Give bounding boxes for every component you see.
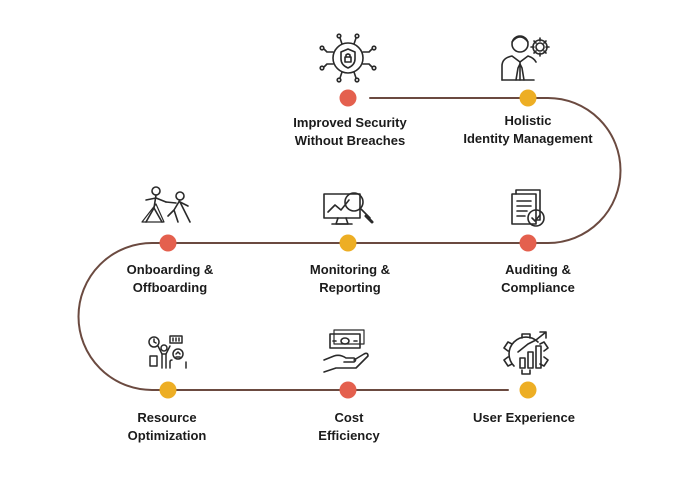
step-label-onboarding-offboarding: Onboarding &Offboarding xyxy=(126,262,214,295)
monitor-magnifier-icon xyxy=(323,192,374,225)
step-dot-onboarding-offboarding xyxy=(159,234,177,252)
step-dot-resource-optimization xyxy=(159,381,177,399)
step-label-monitoring-reporting: Monitoring &Reporting xyxy=(309,262,391,295)
shield-chip-icon xyxy=(319,33,377,83)
people-helping-icon xyxy=(141,186,191,223)
step-label-auditing-compliance: Auditing &Compliance xyxy=(501,262,575,295)
resource-people-icon xyxy=(148,335,187,369)
hand-money-icon xyxy=(323,329,369,373)
step-dot-improved-security xyxy=(339,89,357,107)
step-label-user-experience: User Experience xyxy=(473,410,575,425)
step-dot-auditing-compliance xyxy=(519,234,537,252)
gear-growth-icon xyxy=(503,331,549,375)
step-dots xyxy=(159,89,537,399)
step-dot-cost-efficiency xyxy=(339,381,357,399)
step-dot-user-experience xyxy=(519,381,537,399)
user-gear-icon xyxy=(501,35,550,81)
step-dot-monitoring-reporting xyxy=(339,234,357,252)
step-dot-holistic-identity xyxy=(519,89,537,107)
document-check-icon xyxy=(511,189,545,227)
